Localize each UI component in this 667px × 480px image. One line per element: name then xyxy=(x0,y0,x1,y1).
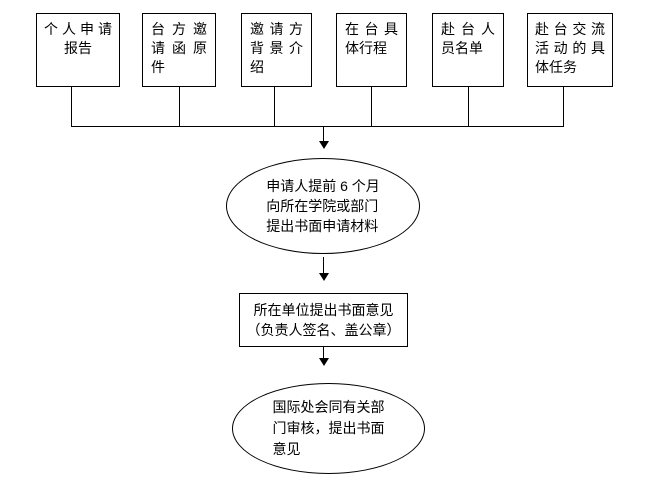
step-text-line: 所在单位提出书面意见 xyxy=(253,302,394,318)
connector-vline xyxy=(563,87,564,127)
step-text-line: （负责人签名、盖公章） xyxy=(246,322,401,338)
material-box-taiwan-itinerary: 在台具 体行程 xyxy=(336,13,407,87)
material-box-exchange-tasks: 赴台交流 活动的具 体任务 xyxy=(527,13,613,87)
step-text-line: 意见 xyxy=(272,441,301,457)
step-review-ellipse: 国际处会同有关部 门审核，提出书面 意见 xyxy=(232,383,425,474)
step-text-line: 门审核，提出书面 xyxy=(272,420,385,436)
step-text-line: 申请人提前 6 个月 xyxy=(266,178,380,194)
box-text-line: 请函原 xyxy=(151,40,207,56)
material-box-taiwan-invitation-letter: 台方邀 请函原 件 xyxy=(142,13,216,87)
box-text-line: 体行程 xyxy=(345,40,387,56)
step-apply-ellipse: 申请人提前 6 个月 向所在学院或部门 提出书面申请材料 xyxy=(226,158,420,254)
step-text-line: 向所在学院或部门 xyxy=(266,198,379,214)
step-text: 申请人提前 6 个月 向所在学院或部门 提出书面申请材料 xyxy=(266,176,380,236)
box-text-line: 背景介 xyxy=(250,40,303,56)
box-text-line: 邀请方 xyxy=(250,21,303,37)
connector-vline xyxy=(71,87,72,127)
flow-arrow-line xyxy=(323,257,324,274)
arrowhead-down-icon xyxy=(319,273,329,281)
box-text-line: 赴台人 xyxy=(441,21,495,37)
connector-vline xyxy=(179,87,180,127)
box-text-line: 绍 xyxy=(250,59,264,75)
material-box-inviter-background: 邀请方 背景介 绍 xyxy=(241,13,312,87)
box-text-line: 员名单 xyxy=(441,40,483,56)
box-text-line: 报告 xyxy=(64,40,92,56)
box-text-line: 活动的具 xyxy=(535,40,605,56)
step-unit-opinion-box: 所在单位提出书面意见 （负责人签名、盖公章） xyxy=(239,293,408,347)
flow-arrow-line xyxy=(323,127,324,142)
material-box-personnel-list: 赴台人 员名单 xyxy=(432,13,504,87)
step-text-line: 提出书面申请材料 xyxy=(266,218,379,234)
flow-arrow-line xyxy=(323,347,324,359)
connector-vline xyxy=(274,87,275,127)
box-text-line: 在台具 xyxy=(345,21,398,37)
step-text: 国际处会同有关部 门审核，提出书面 意见 xyxy=(273,397,385,460)
arrowhead-down-icon xyxy=(319,141,329,149)
connector-hline xyxy=(71,126,564,127)
step-text-line: 国际处会同有关部 xyxy=(272,399,385,415)
box-text-line: 赴台交流 xyxy=(535,21,605,37)
arrowhead-down-icon xyxy=(319,358,329,366)
material-box-personal-application-report: 个人申请 报告 xyxy=(36,13,120,87)
connector-vline xyxy=(468,87,469,127)
box-text-line: 体任务 xyxy=(535,59,577,75)
connector-vline xyxy=(371,87,372,127)
box-text-line: 个人申请 xyxy=(44,21,112,37)
box-text-line: 台方邀 xyxy=(151,21,207,37)
box-text-line: 件 xyxy=(151,59,165,75)
